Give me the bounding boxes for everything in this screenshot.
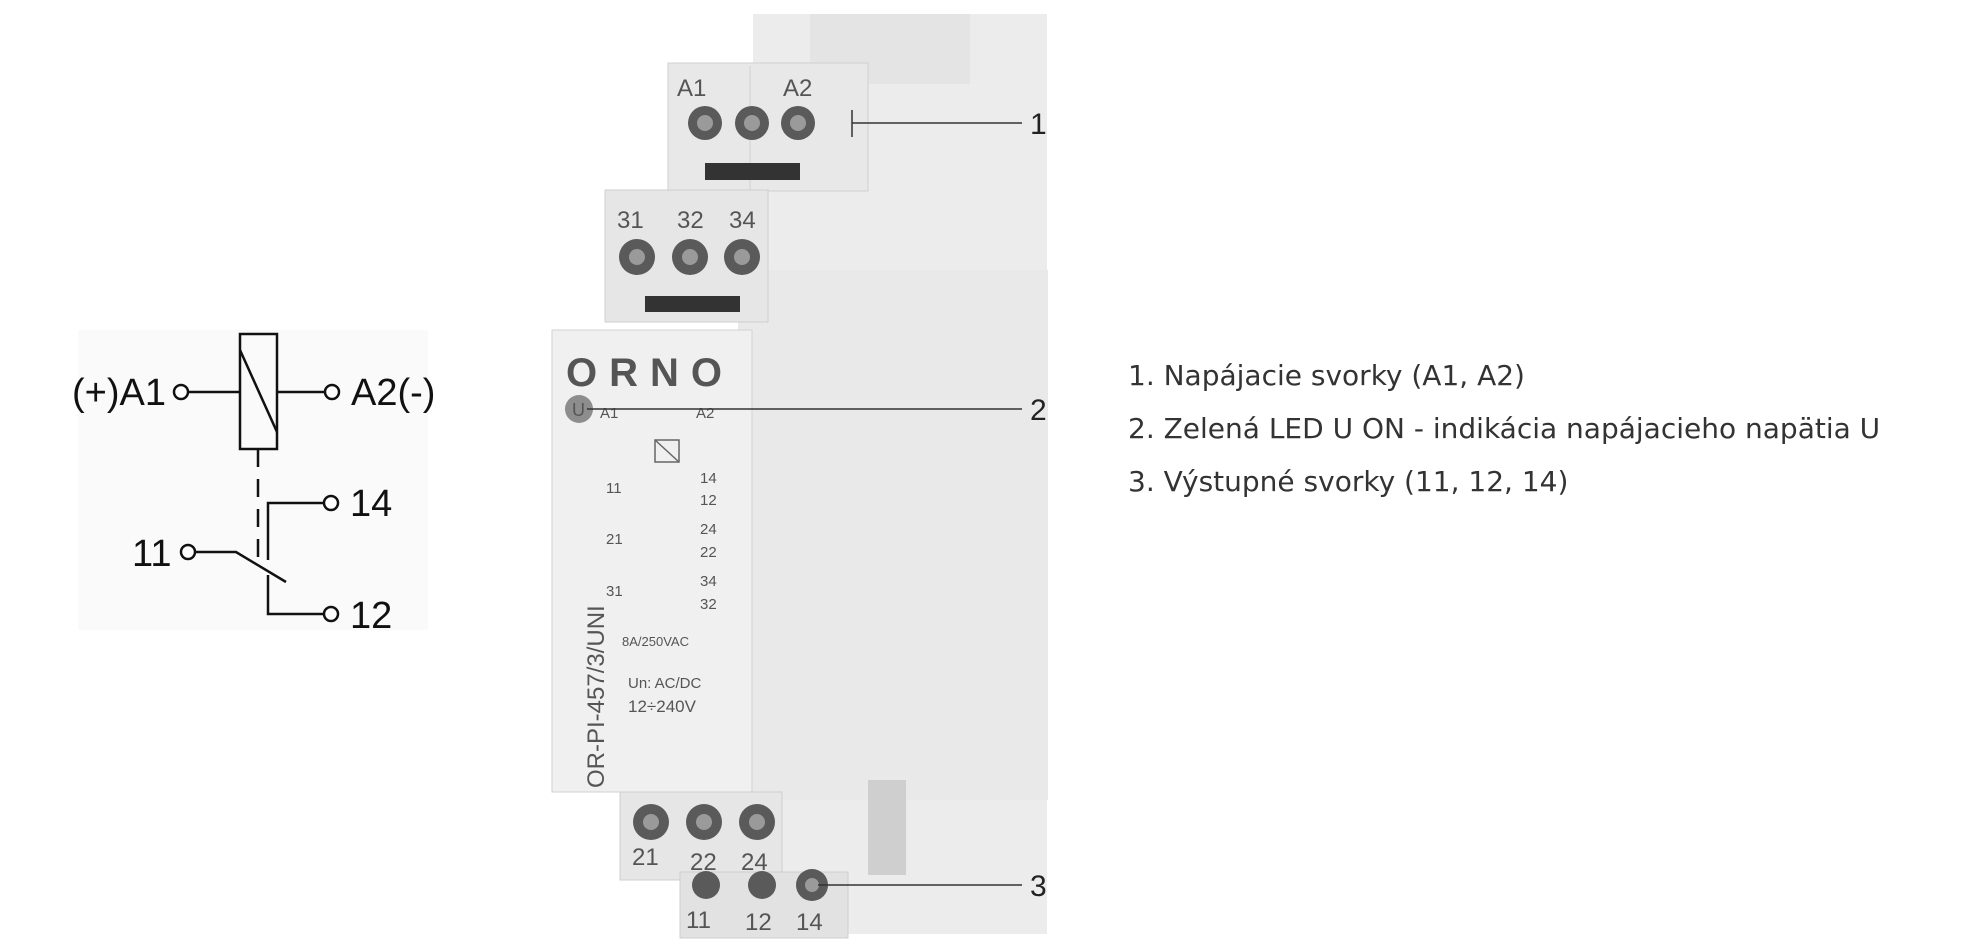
label-a1: (+)A1 (72, 372, 166, 414)
relay-device: A1 A2 31 32 34 ORNO U A1 A2 11 14 12 21 … (551, 14, 1048, 939)
label-12: 12 (350, 595, 392, 637)
terminal-34: 34 (729, 207, 756, 234)
terminal-11: 11 (686, 907, 711, 934)
legend-item-3: 3. Výstupné svorky (11, 12, 14) (1128, 465, 1569, 498)
panel-contact-21: 21 (606, 531, 623, 548)
legend-list: 1. Napájacie svorky (A1, A2) 2. Zelená L… (1128, 356, 1880, 515)
voltage-label: 12÷240V (628, 697, 697, 716)
label-11: 11 (132, 533, 171, 575)
panel-contact-24: 24 (700, 521, 717, 538)
relay-schematic: (+)A1 A2(-) 14 11 12 (72, 330, 435, 637)
rating-label: 8A/250VAC (622, 634, 689, 649)
callout-3: 3 (1030, 870, 1047, 903)
panel-contact-22: 22 (700, 544, 717, 561)
callout-2: 2 (1030, 394, 1047, 427)
legend-item-1: 1. Napájacie svorky (A1, A2) (1128, 359, 1525, 392)
terminal-31: 31 (617, 207, 644, 234)
panel-contact-14: 14 (700, 470, 717, 487)
panel-contact-34: 34 (700, 573, 717, 590)
terminal-21: 21 (632, 844, 659, 871)
brand-logo: ORNO (566, 351, 734, 395)
panel-contact-32: 32 (700, 596, 717, 613)
label-a2: A2(-) (351, 372, 435, 414)
panel-contact-31: 31 (606, 583, 623, 600)
model-label: OR-PI-457/3/UNI (583, 605, 610, 788)
panel-a1: A1 (600, 405, 618, 422)
callout-1: 1 (1030, 108, 1047, 141)
label-14: 14 (350, 483, 392, 525)
un-label: Un: AC/DC (628, 675, 702, 692)
led-letter: U (572, 400, 585, 420)
terminal-12: 12 (745, 909, 772, 936)
panel-contact-12: 12 (700, 492, 717, 509)
callouts: 1 2 3 (587, 108, 1047, 903)
led-u (565, 395, 593, 423)
panel-a2: A2 (696, 405, 714, 422)
terminal-a2: A2 (783, 75, 812, 102)
panel-contact-11: 11 (606, 480, 622, 497)
legend-item-2: 2. Zelená LED U ON - indikácia napájacie… (1128, 412, 1881, 445)
terminal-a1: A1 (677, 75, 706, 102)
terminal-14: 14 (796, 909, 823, 936)
terminal-32: 32 (677, 207, 704, 234)
